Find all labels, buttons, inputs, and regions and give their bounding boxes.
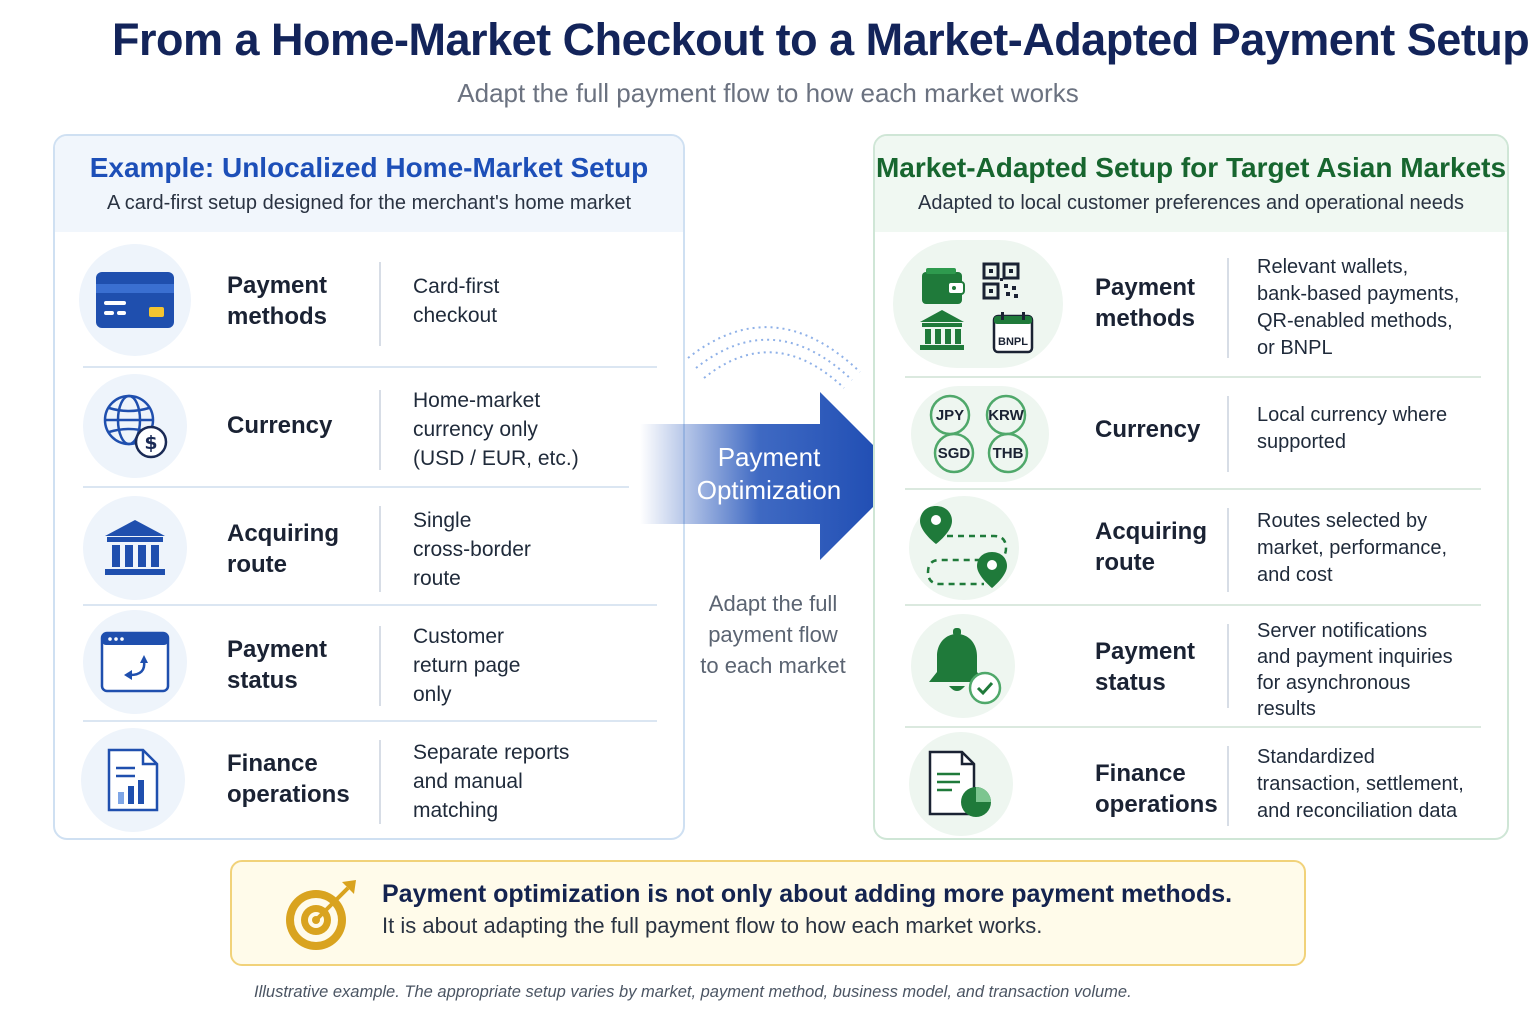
market-adapted-panel-title: Market-Adapted Setup for Target Asian Ma… (875, 152, 1507, 183)
target-icon (282, 874, 362, 954)
browser-return-icon (83, 610, 187, 714)
svg-text:$: $ (144, 432, 157, 454)
currency-badge-krw: KRW (988, 407, 1024, 424)
key-takeaway-callout: Payment optimization is not only about a… (230, 860, 1306, 966)
left-row-label: Currency (227, 412, 333, 439)
report-chart-icon (81, 728, 185, 832)
bell-check-icon (911, 614, 1015, 718)
callout-sub-text: It is about adapting the full payment fl… (382, 913, 1043, 938)
currency-badge-jpy: JPY (936, 407, 964, 424)
home-market-panel-header: Example: Unlocalized Home-Market Setup A… (55, 136, 683, 232)
currency-badge-thb: THB (993, 445, 1024, 462)
footnote: Illustrative example. The appropriate se… (254, 983, 1132, 1001)
home-market-panel-title: Example: Unlocalized Home-Market Setup (89, 152, 649, 183)
currency-badges-icon: JPY KRW SGD THB (911, 386, 1049, 482)
document-pie-icon (909, 732, 1013, 836)
optimization-arrow (634, 300, 914, 570)
right-row-currency: JPY KRW SGD THB Currency Local currency … (875, 380, 1507, 488)
home-market-panel-subtitle: A card-first setup designed for the merc… (106, 192, 632, 214)
market-adapted-panel: Market-Adapted Setup for Target Asian Ma… (873, 134, 1509, 840)
callout-main-text: Payment optimization is not only about a… (382, 880, 1233, 908)
bnpl-label: BNPL (998, 336, 1028, 348)
home-market-panel: Example: Unlocalized Home-Market Setup A… (53, 134, 685, 840)
currency-badge-sgd: SGD (938, 445, 971, 462)
globe-dollar-icon: $ (83, 374, 187, 478)
market-adapted-panel-header: Market-Adapted Setup for Target Asian Ma… (875, 136, 1507, 232)
page-title: From a Home-Market Checkout to a Market-… (112, 14, 1530, 65)
route-pins-icon (909, 496, 1019, 600)
market-adapted-panel-subtitle: Adapted to local customer preferences an… (918, 192, 1464, 214)
right-row-label: Currency (1095, 416, 1201, 443)
bank-icon (83, 496, 187, 600)
right-row-desc: Relevant wallets,bank-based payments,QR-… (1257, 256, 1460, 359)
credit-card-icon (79, 244, 191, 356)
page-subtitle: Adapt the full payment flow to how each … (457, 78, 1079, 108)
wallet-qr-bank-bnpl-icon: BNPL (893, 240, 1063, 368)
